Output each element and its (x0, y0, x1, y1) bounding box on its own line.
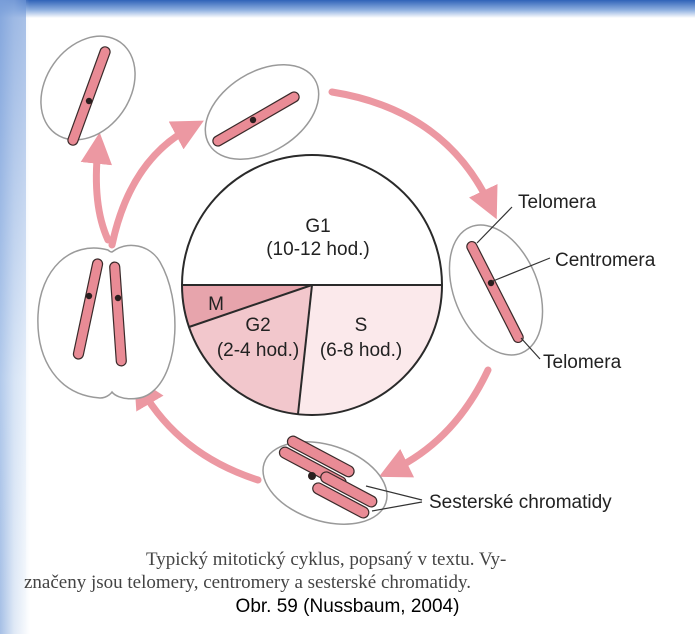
phase-s-name: S (355, 315, 368, 336)
arrow-g2-to-m (142, 390, 258, 480)
caption-line-2: značeny jsou telomery, centromery a sest… (0, 571, 695, 594)
arrow-m-to-g1 (112, 128, 190, 245)
centromere-g1 (250, 117, 256, 123)
phase-g2-duration: (2-4 hod.) (217, 340, 299, 361)
phase-circle: G1 (10-12 hod.) S (6-8 hod.) G2 (2-4 hod… (182, 155, 442, 415)
figure-source: Obr. 59 (Nussbaum, 2004) (0, 596, 695, 618)
arrow-s-to-g2 (393, 370, 488, 470)
label-centromere: Centromera (555, 250, 656, 271)
label-telomere-top: Telomera (518, 192, 597, 213)
label-sister-chromatids: Sesterské chromatidy (429, 492, 612, 513)
cell-dividing (38, 245, 175, 398)
centromere-dividing-right (115, 295, 121, 301)
centromere-g2 (308, 472, 316, 480)
label-telomere-bottom: Telomera (543, 352, 622, 373)
centromere-daughter (86, 98, 92, 104)
phase-g1-name: G1 (305, 216, 330, 237)
centromere-dividing-left (86, 293, 92, 299)
figure-caption: Typický mitotický cyklus, popsaný v text… (0, 548, 695, 594)
caption-line-1: Typický mitotický cyklus, popsaný v text… (0, 548, 695, 571)
arrow-m-to-daughter (96, 148, 108, 240)
phase-g1-duration: (10-12 hod.) (266, 239, 370, 260)
phase-m-name: M (208, 294, 224, 315)
phase-g2-name: G2 (245, 315, 270, 336)
phase-s-duration: (6-8 hod.) (320, 340, 402, 361)
